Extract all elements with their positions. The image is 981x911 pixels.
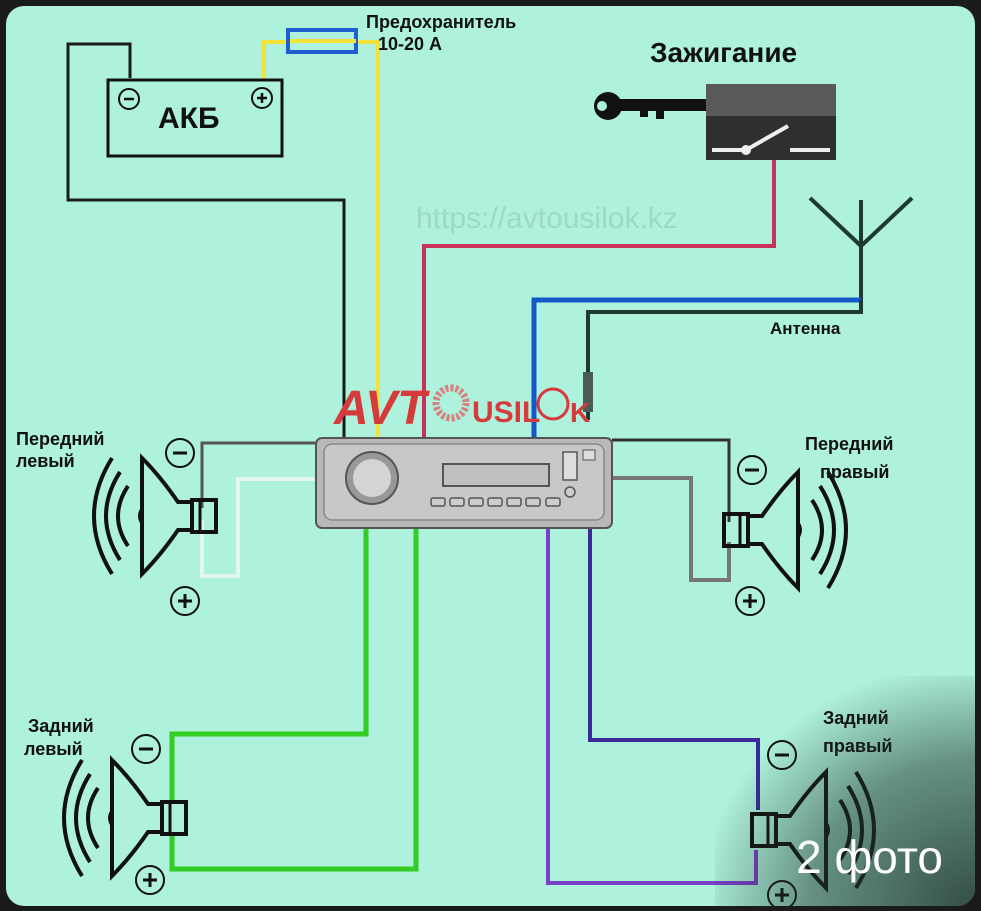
front-left-minus-icon bbox=[165, 438, 195, 468]
battery-minus-icon bbox=[118, 88, 140, 110]
front-right-plus-wire bbox=[612, 476, 731, 582]
rear-left-plus-icon bbox=[135, 865, 165, 895]
front-right-label-2: правый bbox=[820, 462, 889, 482]
front-right-minus-icon bbox=[737, 455, 767, 485]
rear-left-label-2: левый bbox=[24, 739, 83, 759]
battery-plus-icon bbox=[251, 87, 273, 109]
front-right-plus-icon bbox=[735, 586, 765, 616]
battery-label: АКБ bbox=[158, 102, 220, 135]
rear-right-label-2: правый bbox=[823, 736, 892, 756]
battery-icon bbox=[106, 78, 284, 158]
rear-left-minus-wire bbox=[169, 528, 369, 800]
front-right-minus-wire bbox=[612, 438, 731, 522]
front-left-plus-icon bbox=[170, 586, 200, 616]
rear-right-label: Задний bbox=[823, 708, 889, 728]
constant-12v-wire bbox=[358, 40, 380, 440]
radio-buttons bbox=[430, 497, 561, 507]
logo-k-text: K bbox=[570, 397, 590, 428]
front-right-label: Передний bbox=[805, 434, 893, 454]
logo-usil-text: USIL bbox=[472, 396, 540, 429]
rear-right-plus-icon bbox=[767, 880, 797, 906]
antenna-coax-wire bbox=[586, 300, 863, 420]
fuse-rating-label: 10-20 А bbox=[378, 34, 442, 54]
front-left-label: Передний bbox=[16, 429, 104, 449]
wiring-diagram: https://avtousilok.kz АКБ Предохранитель… bbox=[16, 12, 914, 906]
watermark-text: https://avtousilok.kz bbox=[416, 202, 678, 235]
front-left-label-2: левый bbox=[16, 451, 75, 471]
front-left-speaker-icon bbox=[92, 456, 218, 576]
rear-left-plus-wire bbox=[169, 528, 419, 872]
fuse-label: Предохранитель bbox=[366, 12, 516, 32]
logo-hand-icon bbox=[536, 387, 570, 421]
logo-gear-icon bbox=[432, 384, 470, 422]
antenna-icon bbox=[808, 196, 914, 300]
antenna-blue-wire bbox=[531, 297, 861, 440]
ignition-switch-icon bbox=[706, 84, 836, 160]
logo-avt-text: AVT bbox=[333, 382, 430, 435]
front-right-speaker-icon bbox=[722, 470, 848, 590]
diagram-card: https://avtousilok.kz АКБ Предохранитель… bbox=[6, 6, 975, 906]
front-left-minus-wire bbox=[200, 441, 316, 508]
rear-right-minus-wire bbox=[588, 528, 760, 810]
constant-12v-wire bbox=[262, 40, 288, 80]
ground-wire bbox=[68, 44, 130, 82]
rear-left-label: Задний bbox=[28, 716, 94, 736]
key-icon bbox=[594, 92, 708, 120]
ignition-label: Зажигание bbox=[650, 37, 797, 68]
rear-left-speaker-icon bbox=[62, 758, 188, 878]
rear-right-minus-icon bbox=[767, 740, 797, 770]
head-unit-radio bbox=[315, 437, 613, 529]
antenna-label: Антенна bbox=[770, 319, 841, 338]
front-left-plus-wire bbox=[200, 477, 316, 578]
antenna-plug-icon bbox=[583, 372, 593, 412]
rear-left-minus-icon bbox=[131, 734, 161, 764]
radio-display bbox=[442, 463, 550, 487]
ground-wire bbox=[66, 42, 346, 440]
photo-count-badge[interactable]: 2 фото bbox=[796, 831, 943, 883]
ignition-wire bbox=[422, 160, 776, 440]
